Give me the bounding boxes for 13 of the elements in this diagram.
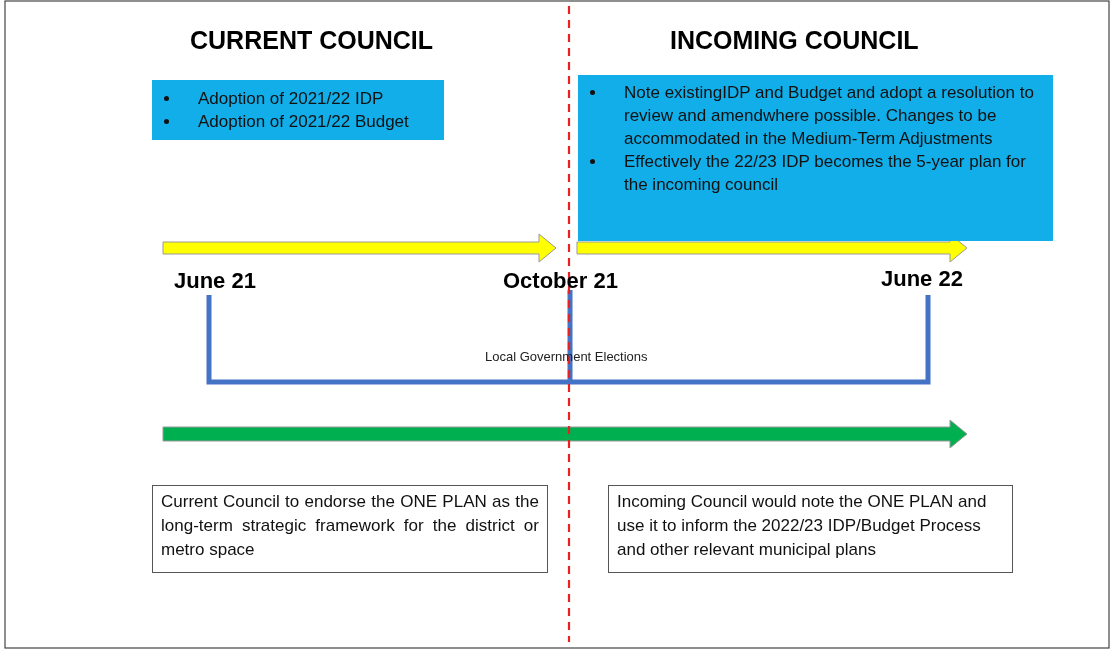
- bullet-text: Effectively the 22/23 IDP becomes the 5-year plan for the incoming council: [624, 152, 1026, 194]
- date-label: June 21: [174, 268, 256, 294]
- date-label: June 22: [881, 266, 963, 292]
- bullet-text: Note existingIDP and Budget and adopt a resolution to review and amendwhere possible. Changes to be accommodated in the Medium-Term Adjustments: [624, 83, 1034, 148]
- info-box: [578, 75, 1053, 241]
- date-label: October 21: [503, 268, 618, 294]
- note-box: Current Council to endorse the ONE PLAN as the long-term strategic framework for the district or metro space: [152, 485, 548, 573]
- note-box: Incoming Council would note the ONE PLAN and use it to inform the 2022/23 IDP/Budget Process and other relevant municipal plans: [608, 485, 1013, 573]
- bullet-text: Adoption of 2021/22 Budget: [198, 112, 409, 131]
- bullet-text: Adoption of 2021/22 IDP: [198, 89, 384, 108]
- section-heading: CURRENT COUNCIL: [190, 26, 434, 55]
- section-heading: INCOMING COUNCIL: [670, 26, 919, 55]
- info-box: [152, 80, 444, 140]
